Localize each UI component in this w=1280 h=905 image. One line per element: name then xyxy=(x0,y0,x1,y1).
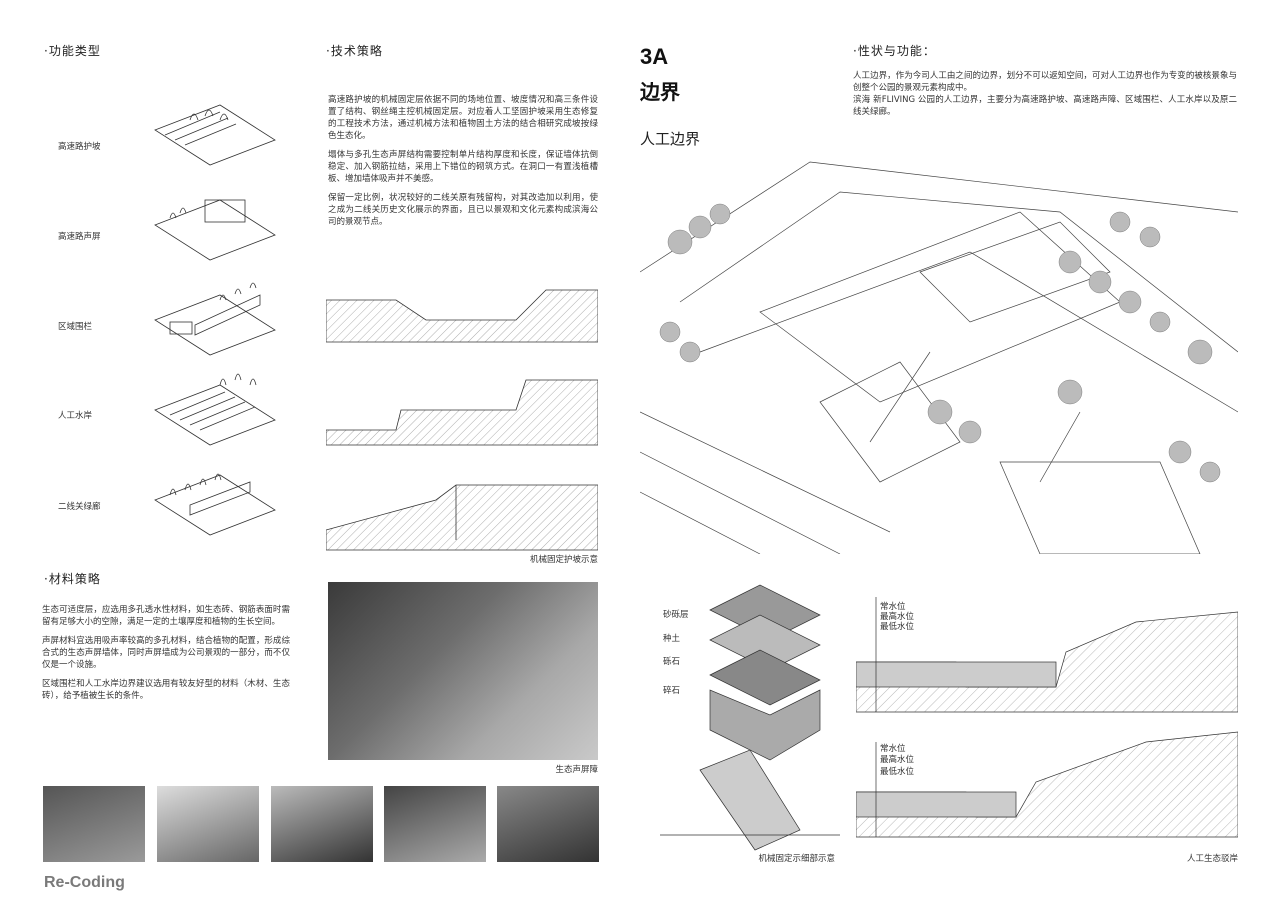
type-label-waterfront: 人工水岸 xyxy=(58,411,93,421)
material-strategy-title: ·材料策略 xyxy=(44,572,101,586)
material-photo-4 xyxy=(384,786,486,862)
photo-caption: 生态声屏障 xyxy=(555,765,598,775)
brand-logo: Re-Coding xyxy=(44,874,125,891)
nature-function-title: ·性状与功能： xyxy=(853,44,936,58)
waterfront-section-drawings xyxy=(856,597,1238,838)
detail-label-gravel: 砂砾层 xyxy=(663,610,689,620)
material-photo-1 xyxy=(43,786,145,862)
water-level-high-top: 最高水位 xyxy=(880,612,915,622)
water-level-low-bottom: 最低水位 xyxy=(880,767,915,777)
detail-label-pebble: 砾石 xyxy=(663,657,681,667)
material-photo-3 xyxy=(271,786,373,862)
nature-paragraph: 滨海 新FLIVING 公园的人工边界，主要分为高速路护坡、高速路声障、区域围栏… xyxy=(853,95,1237,117)
water-level-normal-top: 常水位 xyxy=(880,602,906,612)
detail-label-soil: 种土 xyxy=(663,634,681,644)
material-photo-2 xyxy=(157,786,259,862)
type-label-fence: 区域围栏 xyxy=(58,322,93,332)
material-photo-5 xyxy=(497,786,599,862)
tech-paragraph: 塌体与多孔生态声屏结构需要控制单片结构厚度和长度，保证墙体抗倒稳定、加入钢筋拉结… xyxy=(328,150,598,184)
nature-function-text: 人工边界，作为今司人工由之间的边界，划分不可以返知空间，可对人工边界也作为专变的… xyxy=(853,70,1237,118)
function-types-title: ·功能类型 xyxy=(44,44,101,58)
eco-barrier-photo xyxy=(328,582,598,760)
type-label-highway-barrier: 高速路声屏 xyxy=(58,232,101,242)
water-level-high-bottom: 最高水位 xyxy=(880,755,915,765)
aerial-axonometric-drawing xyxy=(640,161,1238,554)
type-label-highway-slope: 高速路护坡 xyxy=(58,142,101,152)
section-title: 边界 xyxy=(640,80,680,104)
type-label-greenway: 二线关绿廊 xyxy=(58,502,101,512)
section-code: 3A xyxy=(640,44,669,69)
type-axonometric-sketches xyxy=(154,104,276,536)
material-strategy-text: 生态可适度层，应选用多孔透水性材料，如生态砖、钢筋表面时需留有足够大小的空隙，满… xyxy=(42,604,290,709)
tech-paragraph: 保留一定比例，状况较好的二线关原有残留构，对其改造加以利用，使之成为二线关历史文… xyxy=(328,193,598,227)
waterfront-caption: 人工生态驳岸 xyxy=(1186,854,1238,864)
detail-caption: 机械固定示细部示意 xyxy=(758,854,835,864)
tech-strategy-text: 高速路护坡的机械固定层依据不同的场地位置、坡度情况和高三条件设置了结构、钢丝绳主… xyxy=(328,94,598,235)
slope-section-drawings xyxy=(326,289,598,551)
tech-strategy-title: ·技术策略 xyxy=(326,44,383,58)
water-level-normal-bottom: 常水位 xyxy=(880,744,906,754)
section-subtitle: 人工边界 xyxy=(640,130,701,148)
tech-paragraph: 高速路护坡的机械固定层依据不同的场地位置、坡度情况和高三条件设置了结构、钢丝绳主… xyxy=(328,95,598,141)
nature-paragraph: 人工边界，作为今司人工由之间的边界，划分不可以返知空间，可对人工边界也作为专变的… xyxy=(853,71,1237,93)
section-caption: 机械固定护坡示意 xyxy=(529,555,598,565)
material-paragraph: 生态可适度层，应选用多孔透水性材料，如生态砖、钢筋表面时需留有足够大小的空隙，满… xyxy=(42,605,290,627)
material-paragraph: 声屏材料宜选用吸声率较高的多孔材料，结合植物的配置，形成综合式的生态声屏墙体，同… xyxy=(42,636,290,670)
detail-label-rubble: 碎石 xyxy=(663,686,681,696)
water-level-low-top: 最低水位 xyxy=(880,622,915,632)
material-paragraph: 区域围栏和人工水岸边界建议选用有较友好型的材料（木材、生态砖），给予植被生长的条… xyxy=(42,679,290,701)
gabion-detail-drawing xyxy=(660,584,840,851)
